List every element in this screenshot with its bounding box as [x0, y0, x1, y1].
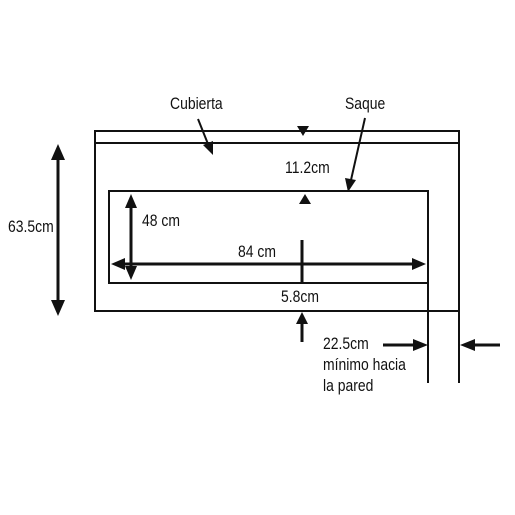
wall-clearance-arrow-left — [383, 339, 428, 351]
total-depth-label: 63.5cm — [8, 217, 54, 236]
front-gap-arrow-top — [297, 126, 309, 136]
cutout-pointer — [345, 117, 366, 192]
cutout-label: Saque — [345, 94, 386, 113]
cutout-depth-label: 48 cm — [142, 211, 180, 230]
countertop-label: Cubierta — [170, 94, 223, 113]
back-gap-arrow — [296, 312, 308, 342]
cutout-width-arrow — [111, 258, 426, 270]
wall-clearance-line3: la pared — [323, 376, 374, 395]
countertop-outline — [94, 130, 460, 312]
cutout-width-label: 84 cm — [238, 242, 276, 261]
wall-clearance-arrow-right — [460, 339, 500, 351]
front-gap-arrow-bottom — [299, 194, 311, 204]
front-gap-label: 11.2cm — [285, 158, 330, 177]
wall-clearance-value: 22.5cm — [323, 334, 369, 353]
back-gap-label: 5.8cm — [281, 287, 319, 306]
cutout-depth-arrow — [125, 194, 137, 280]
countertop-pointer — [197, 118, 213, 155]
cutout-outline — [108, 190, 429, 284]
total-depth-arrow — [51, 144, 65, 316]
wall-clearance-line2: mínimo hacia — [323, 355, 406, 374]
